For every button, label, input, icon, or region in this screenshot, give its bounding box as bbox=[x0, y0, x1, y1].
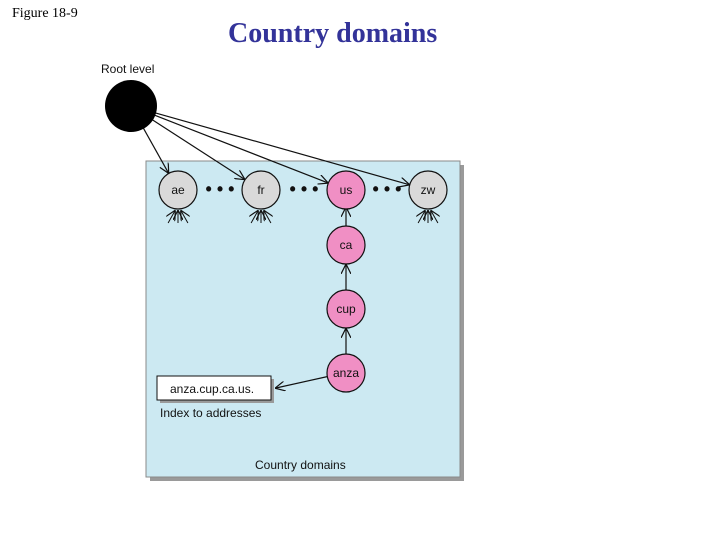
top-node-fr: fr bbox=[241, 170, 281, 210]
fan-arrow-zw-2 bbox=[431, 211, 438, 224]
page-title: Country domains bbox=[228, 18, 438, 49]
ellipsis-1: • • • bbox=[206, 179, 235, 199]
address-box bbox=[156, 375, 272, 401]
node-label-us: us bbox=[340, 183, 353, 197]
fan-arrow-ae-2 bbox=[181, 211, 188, 224]
fan-arrow-fr-2 bbox=[264, 211, 271, 224]
edge-root-fr bbox=[150, 118, 244, 179]
node-circle bbox=[326, 353, 366, 393]
node-anza: anza bbox=[326, 353, 366, 393]
node-circle bbox=[158, 170, 198, 210]
ellipsis-3: • • • bbox=[373, 179, 402, 199]
node-circle bbox=[326, 225, 366, 265]
top-node-ae: ae bbox=[158, 170, 198, 210]
edge-root-us bbox=[153, 114, 327, 183]
address-box-text: anza.cup.ca.us. bbox=[170, 382, 254, 396]
node-label-ca: ca bbox=[340, 238, 353, 252]
fan-arrows bbox=[168, 211, 438, 224]
root-level-label: Root level bbox=[101, 62, 154, 76]
address-caption: Index to addresses bbox=[160, 406, 261, 420]
edge-root-zw bbox=[153, 111, 409, 185]
root-edges bbox=[142, 111, 409, 185]
node-label-cup: cup bbox=[336, 302, 356, 316]
node-circle bbox=[241, 170, 281, 210]
node-label-ae: ae bbox=[171, 183, 185, 197]
figure-label: Figure 18-9 bbox=[12, 6, 78, 21]
top-node-zw: zw bbox=[408, 170, 448, 210]
node-ca: ca bbox=[326, 225, 366, 265]
edge-anza-address bbox=[276, 375, 331, 388]
node-cup: cup bbox=[326, 289, 366, 329]
top-node-us: us bbox=[326, 170, 366, 210]
root-node bbox=[105, 80, 157, 132]
node-circle bbox=[326, 170, 366, 210]
node-circle bbox=[408, 170, 448, 210]
node-label-fr: fr bbox=[257, 183, 264, 197]
edge-root-ae bbox=[142, 126, 169, 173]
domain-panel bbox=[145, 160, 461, 478]
node-label-zw: zw bbox=[421, 183, 436, 197]
ellipsis-2: • • • bbox=[290, 179, 319, 199]
panel-caption: Country domains bbox=[255, 458, 346, 472]
node-label-anza: anza bbox=[333, 366, 359, 380]
node-circle bbox=[326, 289, 366, 329]
